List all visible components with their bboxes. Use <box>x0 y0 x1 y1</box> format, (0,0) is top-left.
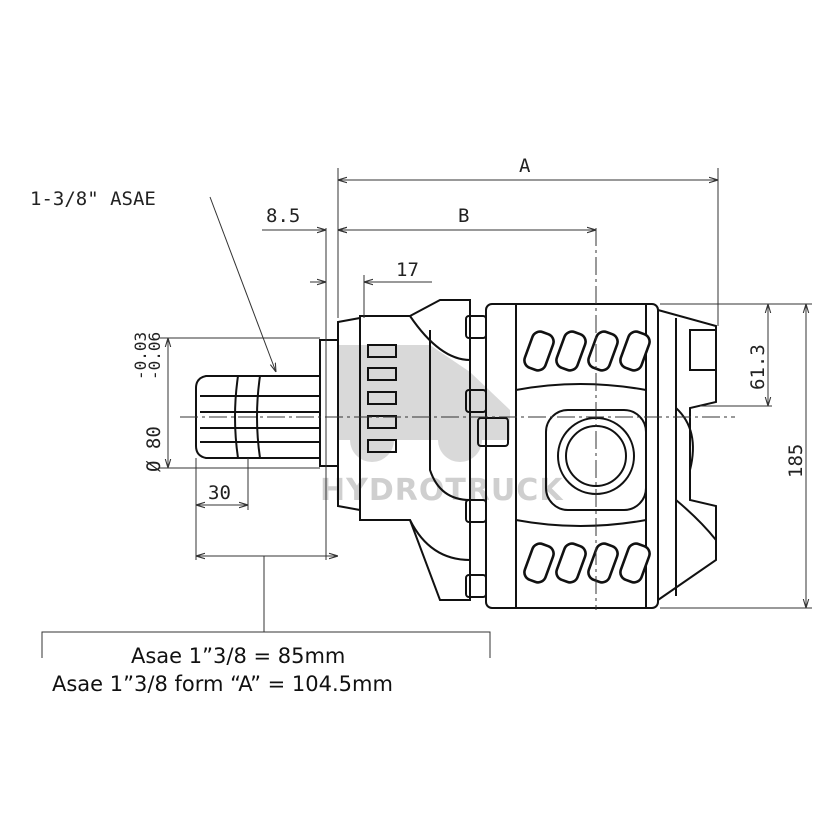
dim-17-label: 17 <box>396 259 419 281</box>
dim-b-label: B <box>458 205 469 227</box>
note-line-2: Asae 1”3/8 form “A” = 104.5mm <box>52 672 393 696</box>
shaft-notes: Asae 1”3/8 = 85mm Asae 1”3/8 form “A” = … <box>52 644 393 696</box>
dim-a-label: A <box>519 155 531 177</box>
dim-61-3-label: 61.3 <box>747 344 769 390</box>
watermark: HYDROTRUCK <box>320 345 563 508</box>
truck-logo-icon <box>338 345 510 462</box>
dimension-labels: A B 8.5 17 1-3/8" ASAE 30 61.3 185 Ø 80 … <box>30 155 807 504</box>
dim-tolerance-upper: -0.03 <box>131 332 150 380</box>
note-line-1: Asae 1”3/8 = 85mm <box>131 644 345 668</box>
rear-cover <box>657 309 717 601</box>
front-flange <box>319 339 339 467</box>
dim-30-label: 30 <box>208 482 231 504</box>
dim-8-5-label: 8.5 <box>266 205 300 227</box>
dim-diameter-label: Ø 80 <box>143 426 165 472</box>
shaft-callout-label: 1-3/8" ASAE <box>30 188 156 210</box>
dim-tolerance-lower: -0.06 <box>145 332 164 380</box>
dimension-lines <box>41 168 812 658</box>
main-body <box>485 303 659 609</box>
pump-body <box>180 228 735 610</box>
dim-185-label: 185 <box>785 444 807 478</box>
adapter-housing <box>359 299 471 601</box>
